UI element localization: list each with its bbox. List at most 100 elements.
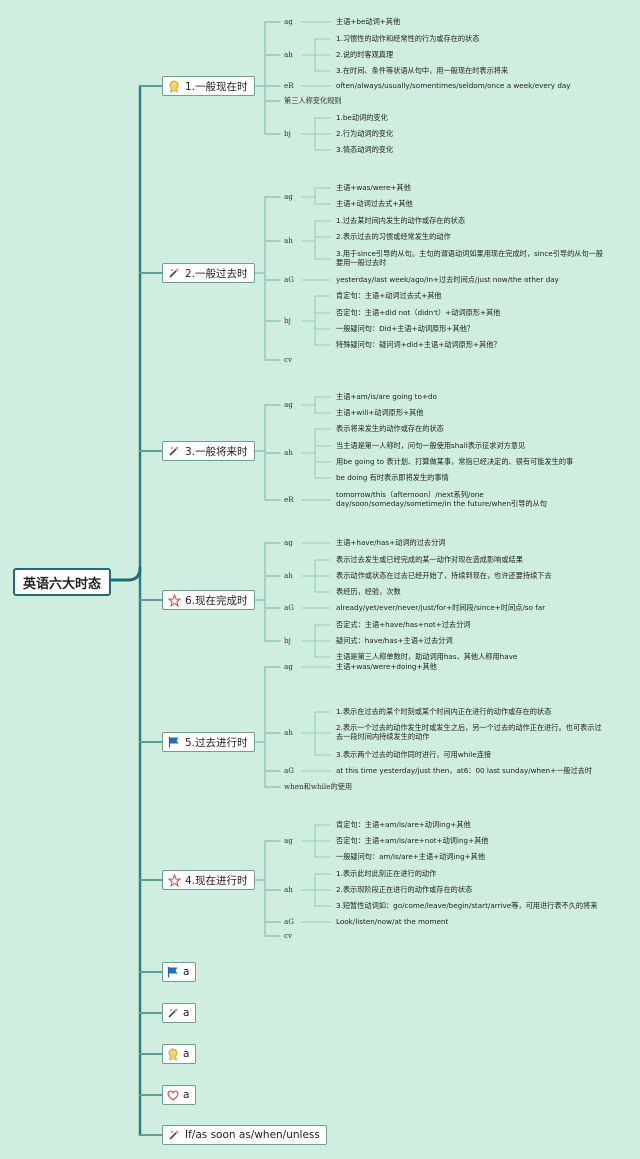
magic-wand-icon — [167, 266, 181, 280]
category-label: ah — [284, 885, 293, 894]
branch-label: a — [183, 966, 190, 978]
branch-conjunctions[interactable]: If/as soon as/when/unless — [162, 1125, 327, 1145]
magic-wand-icon — [167, 1006, 179, 1020]
branch-present-continuous[interactable]: 4.现在进行时 — [162, 870, 255, 890]
category-label: ah — [284, 448, 293, 457]
category-label: when和while的使用 — [284, 782, 353, 791]
leaf-text: 肯定句：主语+动词过去式+其他 — [336, 291, 442, 300]
branch-medal-a[interactable]: a — [162, 1044, 196, 1064]
branch-wand-a[interactable]: a — [162, 1003, 196, 1023]
heart-outline-icon — [167, 1088, 179, 1102]
leaf-text: 特殊疑问句：疑问词+did+主语+动词原形+其他？ — [336, 340, 501, 349]
category-label: ah — [284, 728, 293, 737]
category-label: ag — [284, 836, 293, 845]
leaf-text: be doing 有时表示即将发生的事情 — [336, 473, 449, 482]
leaf-text: often/always/usually/somentimes/seldom/o… — [336, 81, 571, 90]
category-label: cv — [284, 355, 293, 364]
branch-label: 2.一般过去时 — [185, 267, 248, 280]
branch-label: 5.过去进行时 — [185, 736, 248, 749]
leaf-text: 3.在时间、条件等状语从句中，用一般现在时表示将来 — [336, 66, 509, 75]
branch-label: a — [183, 1048, 190, 1060]
category-label: ag — [284, 192, 293, 201]
blue-flag-icon — [167, 735, 181, 749]
leaf-text: 肯定句：主语+am/is/are+动词ing+其他 — [336, 820, 471, 829]
branch-label: a — [183, 1089, 190, 1101]
leaf-text: 否定式：主语+have/has+not+过去分词 — [336, 620, 471, 629]
leaf-text: 当主语是第一人称时，问句一般使用shall表示征求对方意见 — [336, 441, 526, 450]
leaf-text: 2.表示过去的习惯或经常发生的动作 — [336, 232, 451, 241]
leaf-text: 1.表示在过去的某个时刻或某个时间内正在进行的动作或存在的状态 — [336, 707, 552, 716]
branch-label: a — [183, 1007, 190, 1019]
leaf-text: 2.表示一个过去的动作发生时或发生之后，另一个过去的动作正在进行。也可表示过去一… — [336, 723, 602, 741]
branch-heart-a[interactable]: a — [162, 1085, 196, 1105]
leaf-text: Look/listen/now/at the moment — [336, 917, 449, 926]
root-node[interactable]: 英语六大时态 — [13, 568, 111, 596]
category-label: bj — [284, 129, 291, 138]
branch-simple-present[interactable]: 1.一般现在时 — [162, 76, 255, 96]
star-outline-icon — [167, 873, 181, 887]
leaf-text: 否定句：主语+did not（didn't）+动词原形+其他 — [336, 308, 501, 317]
star-outline-icon — [167, 593, 181, 607]
leaf-text: 3.用于since引导的从句。主句的谓语动词如果用现在完成时，since引导的从… — [336, 249, 604, 267]
blue-flag-icon — [167, 965, 179, 979]
category-label: ah — [284, 236, 293, 245]
branch-label: 1.一般现在时 — [185, 80, 248, 93]
leaf-text: 主语+am/is/are going to+do — [336, 392, 437, 401]
leaf-text: 3.情态动词的变化 — [336, 145, 394, 154]
leaf-text: 2.表示现阶段正在进行的动作或存在的状态 — [336, 885, 473, 894]
leaf-text: 主语+be动词+其他 — [336, 17, 401, 26]
leaf-text: 2.说的时客观真理 — [336, 50, 394, 59]
branch-label: 6.现在完成时 — [185, 594, 248, 607]
magic-wand-icon — [167, 444, 181, 458]
leaf-text: 疑问式：have/has+主语+过去分词 — [336, 636, 453, 645]
leaf-text: 主语+have/has+动词的过去分词 — [336, 538, 446, 547]
leaf-text: already/yet/ever/never/just/for+时间段/sinc… — [336, 603, 546, 612]
category-label: cv — [284, 931, 293, 940]
leaf-text: 主语+was/were+doing+其他 — [336, 662, 437, 671]
category-label: aG — [284, 766, 295, 775]
leaf-text: tomorrow/this（afternoon）/next系列/one day/… — [336, 490, 547, 508]
leaf-text: 主语+will+动词原形+其他 — [336, 408, 424, 417]
leaf-text: 主语+动词过去式+其他 — [336, 199, 413, 208]
leaf-text: 1.习惯性的动作和经常性的行为或存在的状态 — [336, 34, 480, 43]
leaf-text: 1.表示此时此刻正在进行的动作 — [336, 869, 437, 878]
category-label: aG — [284, 917, 295, 926]
leaf-text: 1.be动词的变化 — [336, 113, 388, 122]
branch-past-continuous[interactable]: 5.过去进行时 — [162, 732, 255, 752]
root-label: 英语六大时态 — [22, 576, 101, 592]
category-label: aG — [284, 275, 295, 284]
branch-simple-past[interactable]: 2.一般过去时 — [162, 263, 255, 283]
leaf-text: 3.短暂性动词如：go/come/leave/begin/start/arriv… — [336, 901, 598, 910]
leaf-text: 表经历，经验，次数 — [336, 587, 401, 596]
category-label: ah — [284, 571, 293, 580]
leaf-text: 表示将来发生的动作或存在的状态 — [336, 424, 444, 433]
leaf-text: yesterday/last week/ago/in+过去时间点/just no… — [336, 275, 559, 284]
category-label: ah — [284, 50, 293, 59]
branch-label: 4.现在进行时 — [185, 874, 248, 887]
leaf-text: 主语是第三人称单数时，助动词用has，其他人称用have — [336, 652, 518, 661]
branch-flag-a[interactable]: a — [162, 962, 196, 982]
leaf-text: 3.表示两个过去的动作同时进行，可用while连接 — [336, 750, 492, 759]
category-label: ag — [284, 538, 293, 547]
leaf-text: 主语+was/were+其他 — [336, 183, 411, 192]
category-label: eR — [284, 495, 294, 504]
magic-wand-icon — [167, 1128, 181, 1142]
category-label: aG — [284, 603, 295, 612]
category-label: bj — [284, 636, 291, 645]
leaf-text: 否定句：主语+am/is/are+not+动词ing+其他 — [336, 836, 489, 845]
leaf-text: 一般疑问句：Did+主语+动词原形+其他？ — [336, 324, 474, 333]
category-label: bj — [284, 316, 291, 325]
branch-label: 3.一般将来时 — [185, 445, 248, 458]
leaf-text: at this time yesterday/just then，at6：00 … — [336, 766, 593, 775]
leaf-text: 用be going to 表计划、打算做某事，常指已经决定的、很有可能发生的事 — [336, 457, 574, 466]
category-label: ag — [284, 662, 293, 671]
category-label: eR — [284, 81, 294, 90]
branch-simple-future[interactable]: 3.一般将来时 — [162, 441, 255, 461]
branch-present-perfect[interactable]: 6.现在完成时 — [162, 590, 255, 610]
category-label: ag — [284, 400, 293, 409]
medal-icon — [167, 1047, 179, 1061]
leaf-text: 2.行为动词的变化 — [336, 129, 394, 138]
medal-icon — [167, 79, 181, 93]
leaf-text: 一般疑问句：am/is/are+主语+动词ing+其他 — [336, 852, 486, 861]
